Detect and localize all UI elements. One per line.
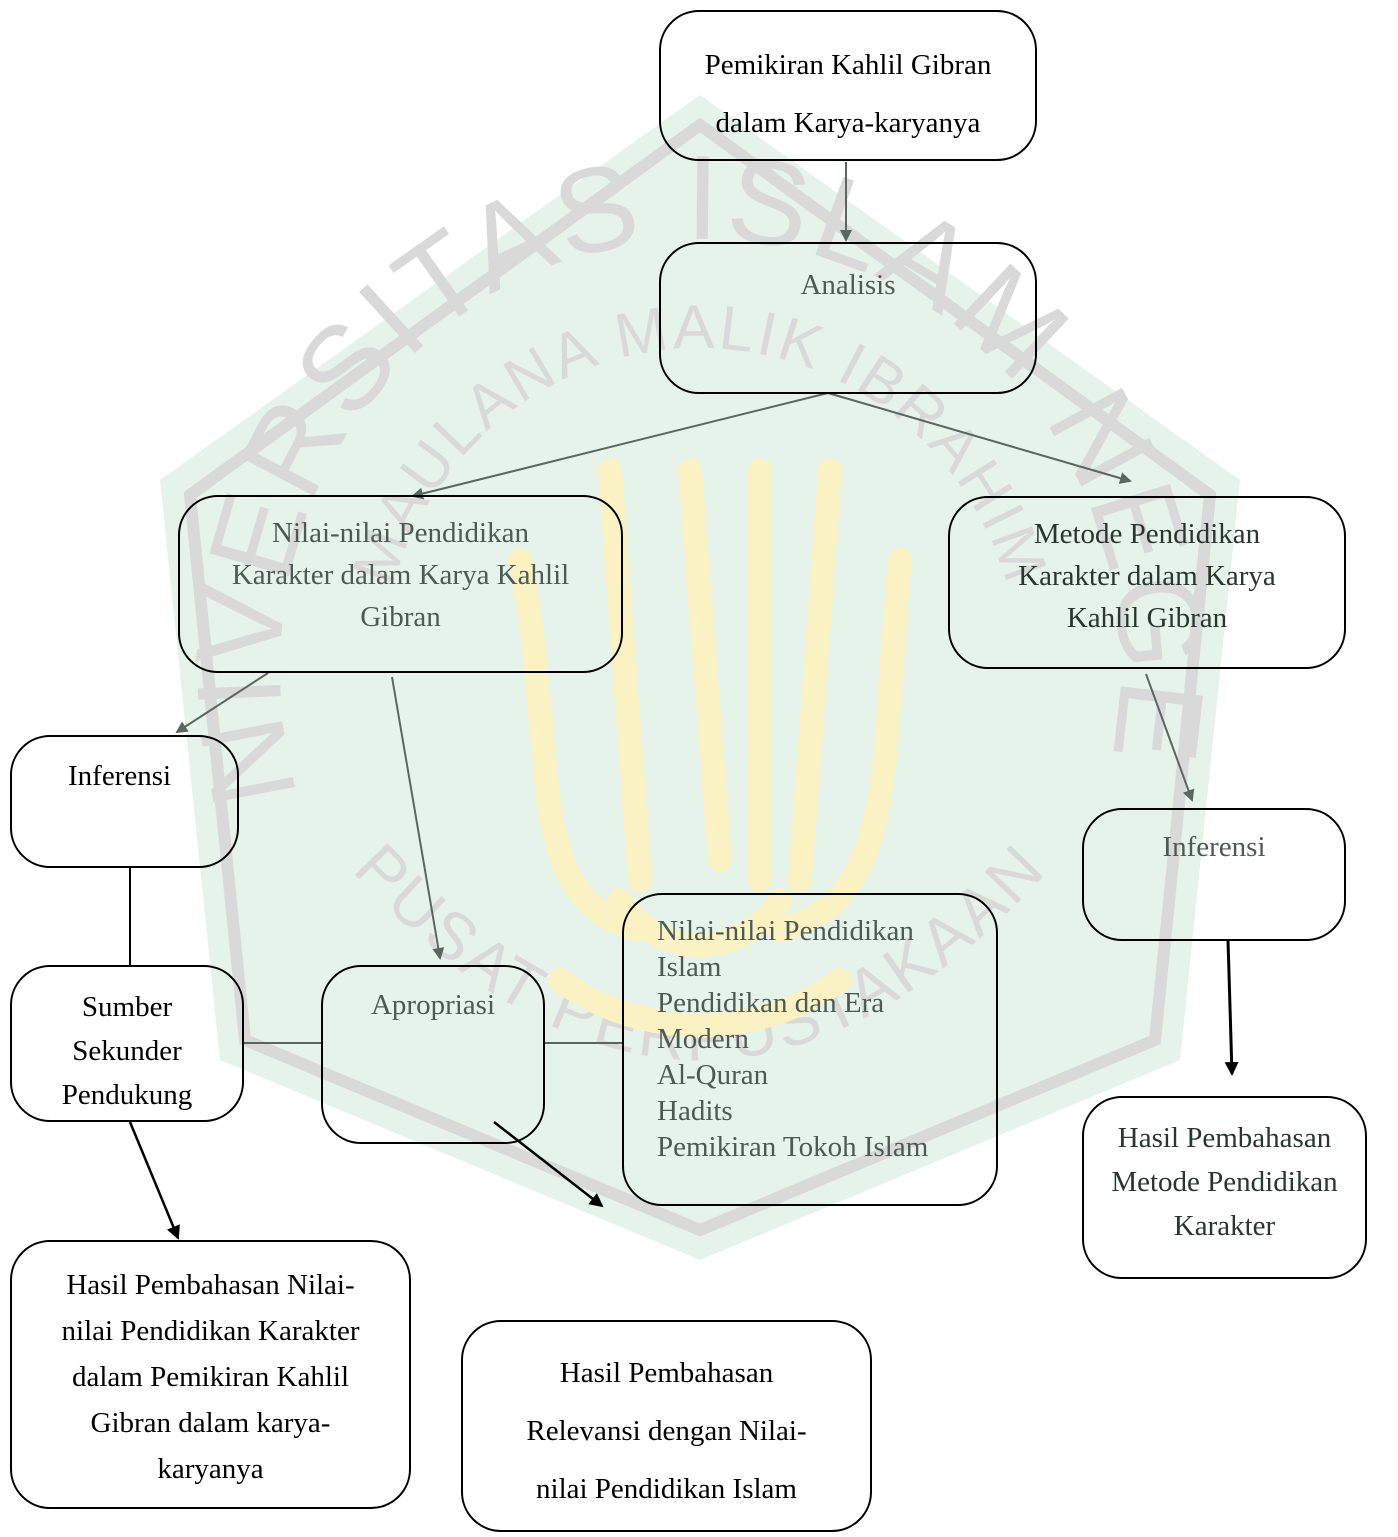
node-inferensi-left: Inferensi — [10, 735, 239, 868]
node-text-line: Inferensi — [68, 760, 172, 792]
node-pemikiran: Pemikiran Kahlil Gibran dalam Karya-kary… — [659, 10, 1037, 161]
node-text-line: Analisis — [800, 269, 896, 301]
arrow-metode-to-inferensi — [1145, 673, 1195, 802]
node-text-line: Apropriasi — [370, 989, 496, 1021]
node-text-line: Hasil Pembahasan Nilai- — [66, 1269, 355, 1301]
node-text-line: Hadits — [657, 1095, 733, 1127]
node-text-line: Gibran — [360, 601, 441, 633]
node-text-line: Al-Quran — [657, 1059, 769, 1091]
node-nilai-karakter: Nilai-nilai Pendidikan Karakter dalam Ka… — [178, 495, 623, 673]
node-text-line: nilai Pendidikan Karakter — [61, 1315, 360, 1347]
node-text-line: Modern — [657, 1023, 749, 1055]
node-inferensi-right: Inferensi — [1082, 808, 1346, 941]
node-text-line: Pemikiran Kahlil Gibran — [704, 49, 992, 81]
arrow-nilai-karakter-to-apropriasi — [391, 676, 445, 960]
arrow-nilai-karakter-to-inferensi — [175, 672, 269, 734]
node-text-line: Nilai-nilai Pendidikan — [272, 517, 529, 549]
node-sumber-sekunder: Sumber Sekunder Pendukung — [10, 965, 244, 1122]
node-text-line: Metode Pendidikan — [1033, 518, 1261, 550]
calligraphy-emblem — [508, 458, 912, 1037]
arrow-inferensi-to-hasil-metode — [1224, 939, 1239, 1076]
node-nilai-islam-list: Nilai-nilai Pendidikan Islam Pendidikan … — [622, 893, 998, 1206]
node-text-line: Gibran dalam karya- — [90, 1407, 331, 1439]
node-text-line: Metode Pendidikan — [1111, 1166, 1338, 1198]
node-text-line: Pendukung — [61, 1079, 193, 1111]
node-hasil-nilai-karakter: Hasil Pembahasan Nilai- nilai Pendidikan… — [10, 1240, 411, 1509]
arrow-sumber-to-hasil-nilai — [128, 1121, 180, 1240]
node-hasil-metode: Hasil Pembahasan Metode Pendidikan Karak… — [1082, 1096, 1367, 1279]
node-text-line: Sumber — [81, 991, 173, 1023]
node-metode-karakter: Metode Pendidikan Karakter dalam Karya K… — [948, 496, 1346, 669]
node-text-line: Sekunder — [72, 1035, 182, 1067]
node-text-line: Karakter — [1173, 1210, 1276, 1242]
node-text-line: dalam Karya-karyanya — [715, 107, 981, 139]
node-text-line: Karakter dalam Karya — [1018, 560, 1276, 592]
arrow-analisis-to-metode-karakter — [827, 392, 1132, 484]
node-apropriasi: Apropriasi — [321, 965, 545, 1144]
node-text-line: Relevansi dengan Nilai- — [526, 1415, 807, 1447]
node-text-line: Nilai-nilai Pendidikan — [657, 915, 914, 947]
node-text-line: Hasil Pembahasan — [559, 1357, 774, 1389]
node-text-line: Pemikiran Tokoh Islam — [657, 1131, 929, 1163]
node-text-line: Kahlil Gibran — [1066, 602, 1228, 634]
node-text-line: Karakter dalam Karya Kahlil — [231, 559, 570, 591]
node-text-line: Hasil Pembahasan — [1117, 1122, 1332, 1154]
node-text-line: nilai Pendidikan Islam — [536, 1473, 797, 1505]
node-hasil-relevansi: Hasil Pembahasan Relevansi dengan Nilai-… — [461, 1320, 872, 1532]
node-text-line: dalam Pemikiran Kahlil — [71, 1361, 350, 1393]
node-text-line: karyanya — [157, 1453, 264, 1485]
node-text-line: Islam — [657, 951, 722, 983]
node-text-line: Pendidikan dan Era — [657, 987, 885, 1019]
arrow-analisis-to-nilai-karakter — [411, 392, 829, 500]
node-analisis: Analisis — [659, 242, 1037, 394]
node-text-line: Inferensi — [1162, 831, 1266, 863]
